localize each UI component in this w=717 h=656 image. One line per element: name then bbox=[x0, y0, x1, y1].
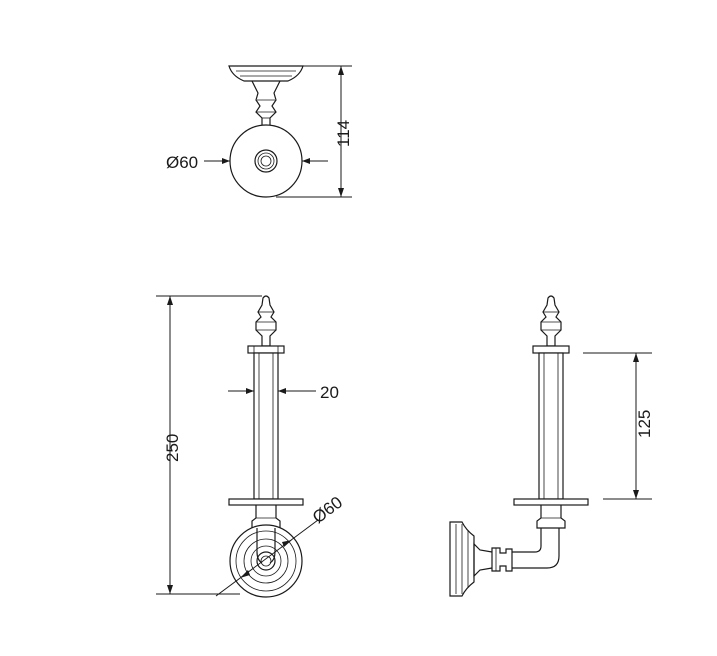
front-view-top-collar bbox=[247, 345, 285, 354]
side-view-bottom-plate bbox=[513, 498, 589, 506]
front-view-bottom-plate bbox=[228, 498, 304, 506]
side-view-span-label: 125 bbox=[635, 410, 654, 438]
front-view-tube-width-label: 20 bbox=[320, 383, 339, 402]
top-view-diameter-label: Ø60 bbox=[166, 153, 198, 172]
side-view-arm bbox=[512, 528, 560, 569]
top-view-neck bbox=[251, 80, 281, 128]
top-view-rosette bbox=[229, 124, 303, 198]
side-view-top-collar bbox=[532, 345, 570, 354]
front-view-finial bbox=[255, 295, 277, 347]
top-view-flange bbox=[228, 65, 304, 82]
top-view: Ø60 114 bbox=[166, 65, 353, 198]
top-view-height-label: 114 bbox=[334, 120, 353, 147]
side-view-tube bbox=[538, 352, 564, 500]
side-view: 125 bbox=[449, 295, 654, 597]
front-view-tube bbox=[253, 352, 279, 500]
front-view-rosette bbox=[229, 524, 303, 598]
front-view-height-label: 250 bbox=[163, 434, 182, 462]
side-view-joint bbox=[536, 505, 566, 529]
side-view-finial bbox=[540, 295, 562, 347]
front-view: 250 20 Ø60 bbox=[156, 295, 346, 598]
side-view-wall-flange bbox=[449, 521, 475, 597]
side-view-connector bbox=[491, 547, 513, 572]
